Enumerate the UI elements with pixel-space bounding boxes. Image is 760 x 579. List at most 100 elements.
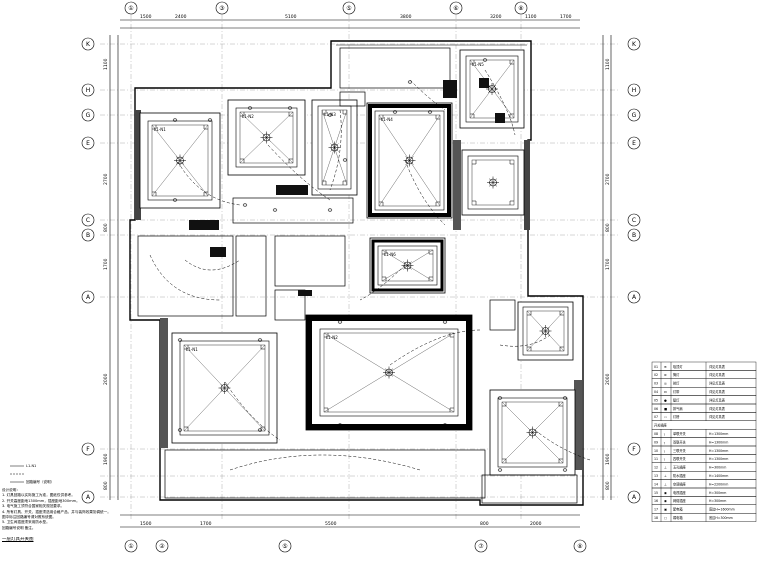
downlight-icon [172,198,178,202]
legend-cell: 详见灯具表 [709,381,726,386]
room-outline [339,91,366,107]
room-outline [489,299,516,331]
ceiling-room [489,389,576,476]
dim-text: 800 [103,481,109,490]
key-sub: 回路编号（说明） [26,479,54,484]
legend-cell: 06 [654,407,658,411]
legend-cell: ▢ [664,516,667,520]
legend-cell: ⊗ [664,373,667,377]
dimension-lines [109,19,612,528]
dim-text: 1700 [560,14,572,20]
legend-cell: 五孔插座 [673,465,687,470]
room-outline [274,289,306,321]
legend-cell: 15 [654,491,658,495]
legend-cell: H=300mm [709,466,726,470]
ceiling-room: L1-N2 [227,99,306,176]
room-outline [235,235,267,317]
axis-bubble: ⑤ [278,539,292,553]
legend-cell: ◉ [664,491,667,495]
wall-block [479,78,489,88]
ceiling-light-icon [403,154,416,167]
note-line: 2. 开关高度距地1300mm，插座距地300mm。 [2,498,80,503]
dim-text: 800 [103,223,109,232]
dim-text: 1700 [103,258,109,270]
room-outline [339,47,451,89]
ceiling-room [461,149,525,216]
axis-bubble: C [81,213,95,227]
legend-cell: 电视插座 [673,490,687,495]
legend-cell: 排气扇 [673,406,683,411]
room-outline [274,235,346,287]
legend-cell: 防水插座 [673,473,687,478]
room-outline [137,235,234,317]
downlight-icon [482,58,488,62]
dim-text: 1700 [200,521,212,527]
ceiling-light-icon [328,141,341,154]
legend-cell: 网络插座 [673,498,687,503]
downlight-icon [497,468,503,472]
legend-cell: 底边H=1600mm [709,507,735,512]
note-line: 设计说明： [2,488,20,492]
dim-text: 1900 [605,453,611,465]
legend-cell: 17 [654,508,658,512]
legend-cell: ⊥ [664,466,667,470]
dim-text: 5500 [325,521,337,527]
downlight-icon [272,208,278,212]
ceiling-room: L1-N4 [366,102,453,219]
dim-text: 1500 [140,14,152,20]
axis-bubble: ② [155,539,169,553]
axis-bubble: G [627,108,641,122]
legend-cell: ◎ [664,382,667,386]
downlight-icon [392,213,398,217]
design-notes: L1-N1 回路编号（说明） 设计说明： 1. 灯具回路以实际施工为准，图纸仅供… [2,458,142,573]
downlight-icon [257,338,263,342]
dim-text: 5100 [285,14,297,20]
legend-cell: ⊕ [664,365,667,369]
legend-cell: ╮ [663,432,666,436]
legend-cell: 07 [654,415,658,419]
dim-text: 2000 [103,373,109,385]
axis-label: ③ [219,5,224,12]
axis-label: ① [128,543,133,550]
legend-cell: 11 [654,457,658,461]
legend-cell: H=300mm [709,499,726,503]
downlight-icon [327,113,333,117]
axis-label: K [632,41,637,48]
ceiling-room: L1-N6 [369,237,446,294]
legend-cell: 配电箱 [673,507,683,512]
axis-bubble: ③ [215,1,229,15]
drawing-title: 一层灯具开关图 [2,537,34,543]
room-outline [481,474,578,504]
room-outline [232,197,354,224]
circuit-label: L1-N1 [154,127,166,132]
axis-label: K [86,41,91,48]
axis-bubble: B [627,228,641,242]
axis-bubble: A [81,290,95,304]
axis-label: H [632,87,637,94]
dim-text: 2400 [175,14,187,20]
downlight-icon [247,106,253,110]
legend-cell: 05 [654,398,658,402]
legend-cell: ╮ [663,457,666,461]
axis-bubble: E [81,136,95,150]
axis-label: ⑦ [478,543,484,550]
downlight-icon [562,396,568,400]
dim-text: 3800 [400,14,412,20]
note-line: 1. 灯具回路以实际施工为准，图纸仅供参考。 [2,493,75,498]
axis-bubble: E [627,136,641,150]
ceiling-room: L1-N1 [139,112,221,209]
ceiling-light-icon [260,131,273,144]
dim-text: 3200 [490,14,502,20]
legend-cell: ╮ [663,449,666,453]
dim-text: 800 [605,481,611,490]
legend-subtitle: 开关插座 [654,423,668,428]
axis-label: ⑤ [346,5,351,12]
axis-bubble: K [81,37,95,51]
circuit-label: L1-N1 [186,347,198,352]
legend-cell: ■ [664,407,667,411]
dim-text: 2000 [530,521,542,527]
downlight-icon [337,320,343,324]
